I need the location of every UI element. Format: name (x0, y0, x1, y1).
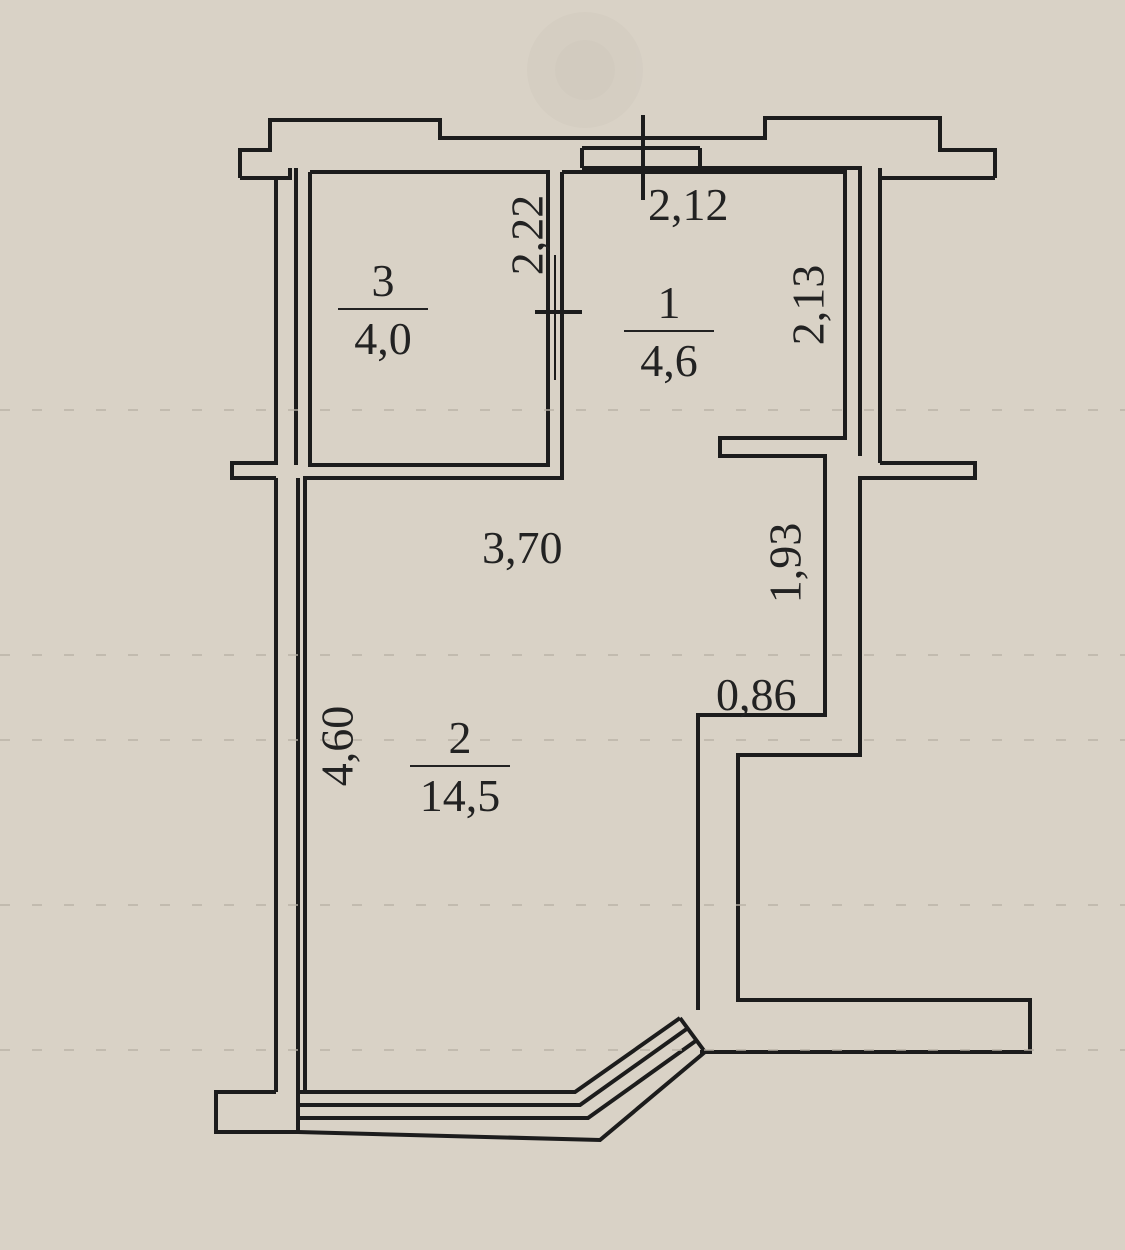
room2-label: 2 14,5 (410, 715, 510, 819)
dim-room2-niche-width: 0,86 (716, 669, 797, 720)
dim-room2-height: 4,60 (311, 705, 363, 787)
room2-area: 14,5 (419, 770, 501, 821)
top-wall-inner-right (878, 168, 995, 180)
room1-label: 1 4,6 (624, 280, 714, 384)
room2-number: 2 (410, 715, 510, 767)
top-wall-outer (238, 116, 997, 178)
room3-walls (308, 170, 550, 467)
dim-room1-width: 2,12 (648, 179, 729, 230)
dim-room3-height: 2,22 (501, 194, 553, 276)
walls (214, 115, 1032, 1143)
dim-room1-height: 2,13 (782, 264, 834, 346)
dim-room2-width: 3,70 (482, 522, 563, 573)
dim-room2-niche-height: 1,93 (759, 522, 811, 604)
top-wall-inner (240, 168, 292, 180)
room3-area: 4,0 (354, 313, 412, 364)
balcony-window (298, 1016, 682, 1094)
room1-area: 4,6 (640, 335, 698, 386)
paper-marks (0, 409, 1125, 1051)
watermark-logo (527, 12, 643, 128)
room1-walls (562, 170, 847, 1010)
room3-label: 3 4,0 (338, 258, 428, 362)
left-stub-wall (230, 461, 276, 480)
bottom-wall (214, 1090, 298, 1134)
room1-number: 1 (624, 280, 714, 332)
right-stub-wall (700, 461, 1032, 1054)
room3-number: 3 (338, 258, 428, 310)
